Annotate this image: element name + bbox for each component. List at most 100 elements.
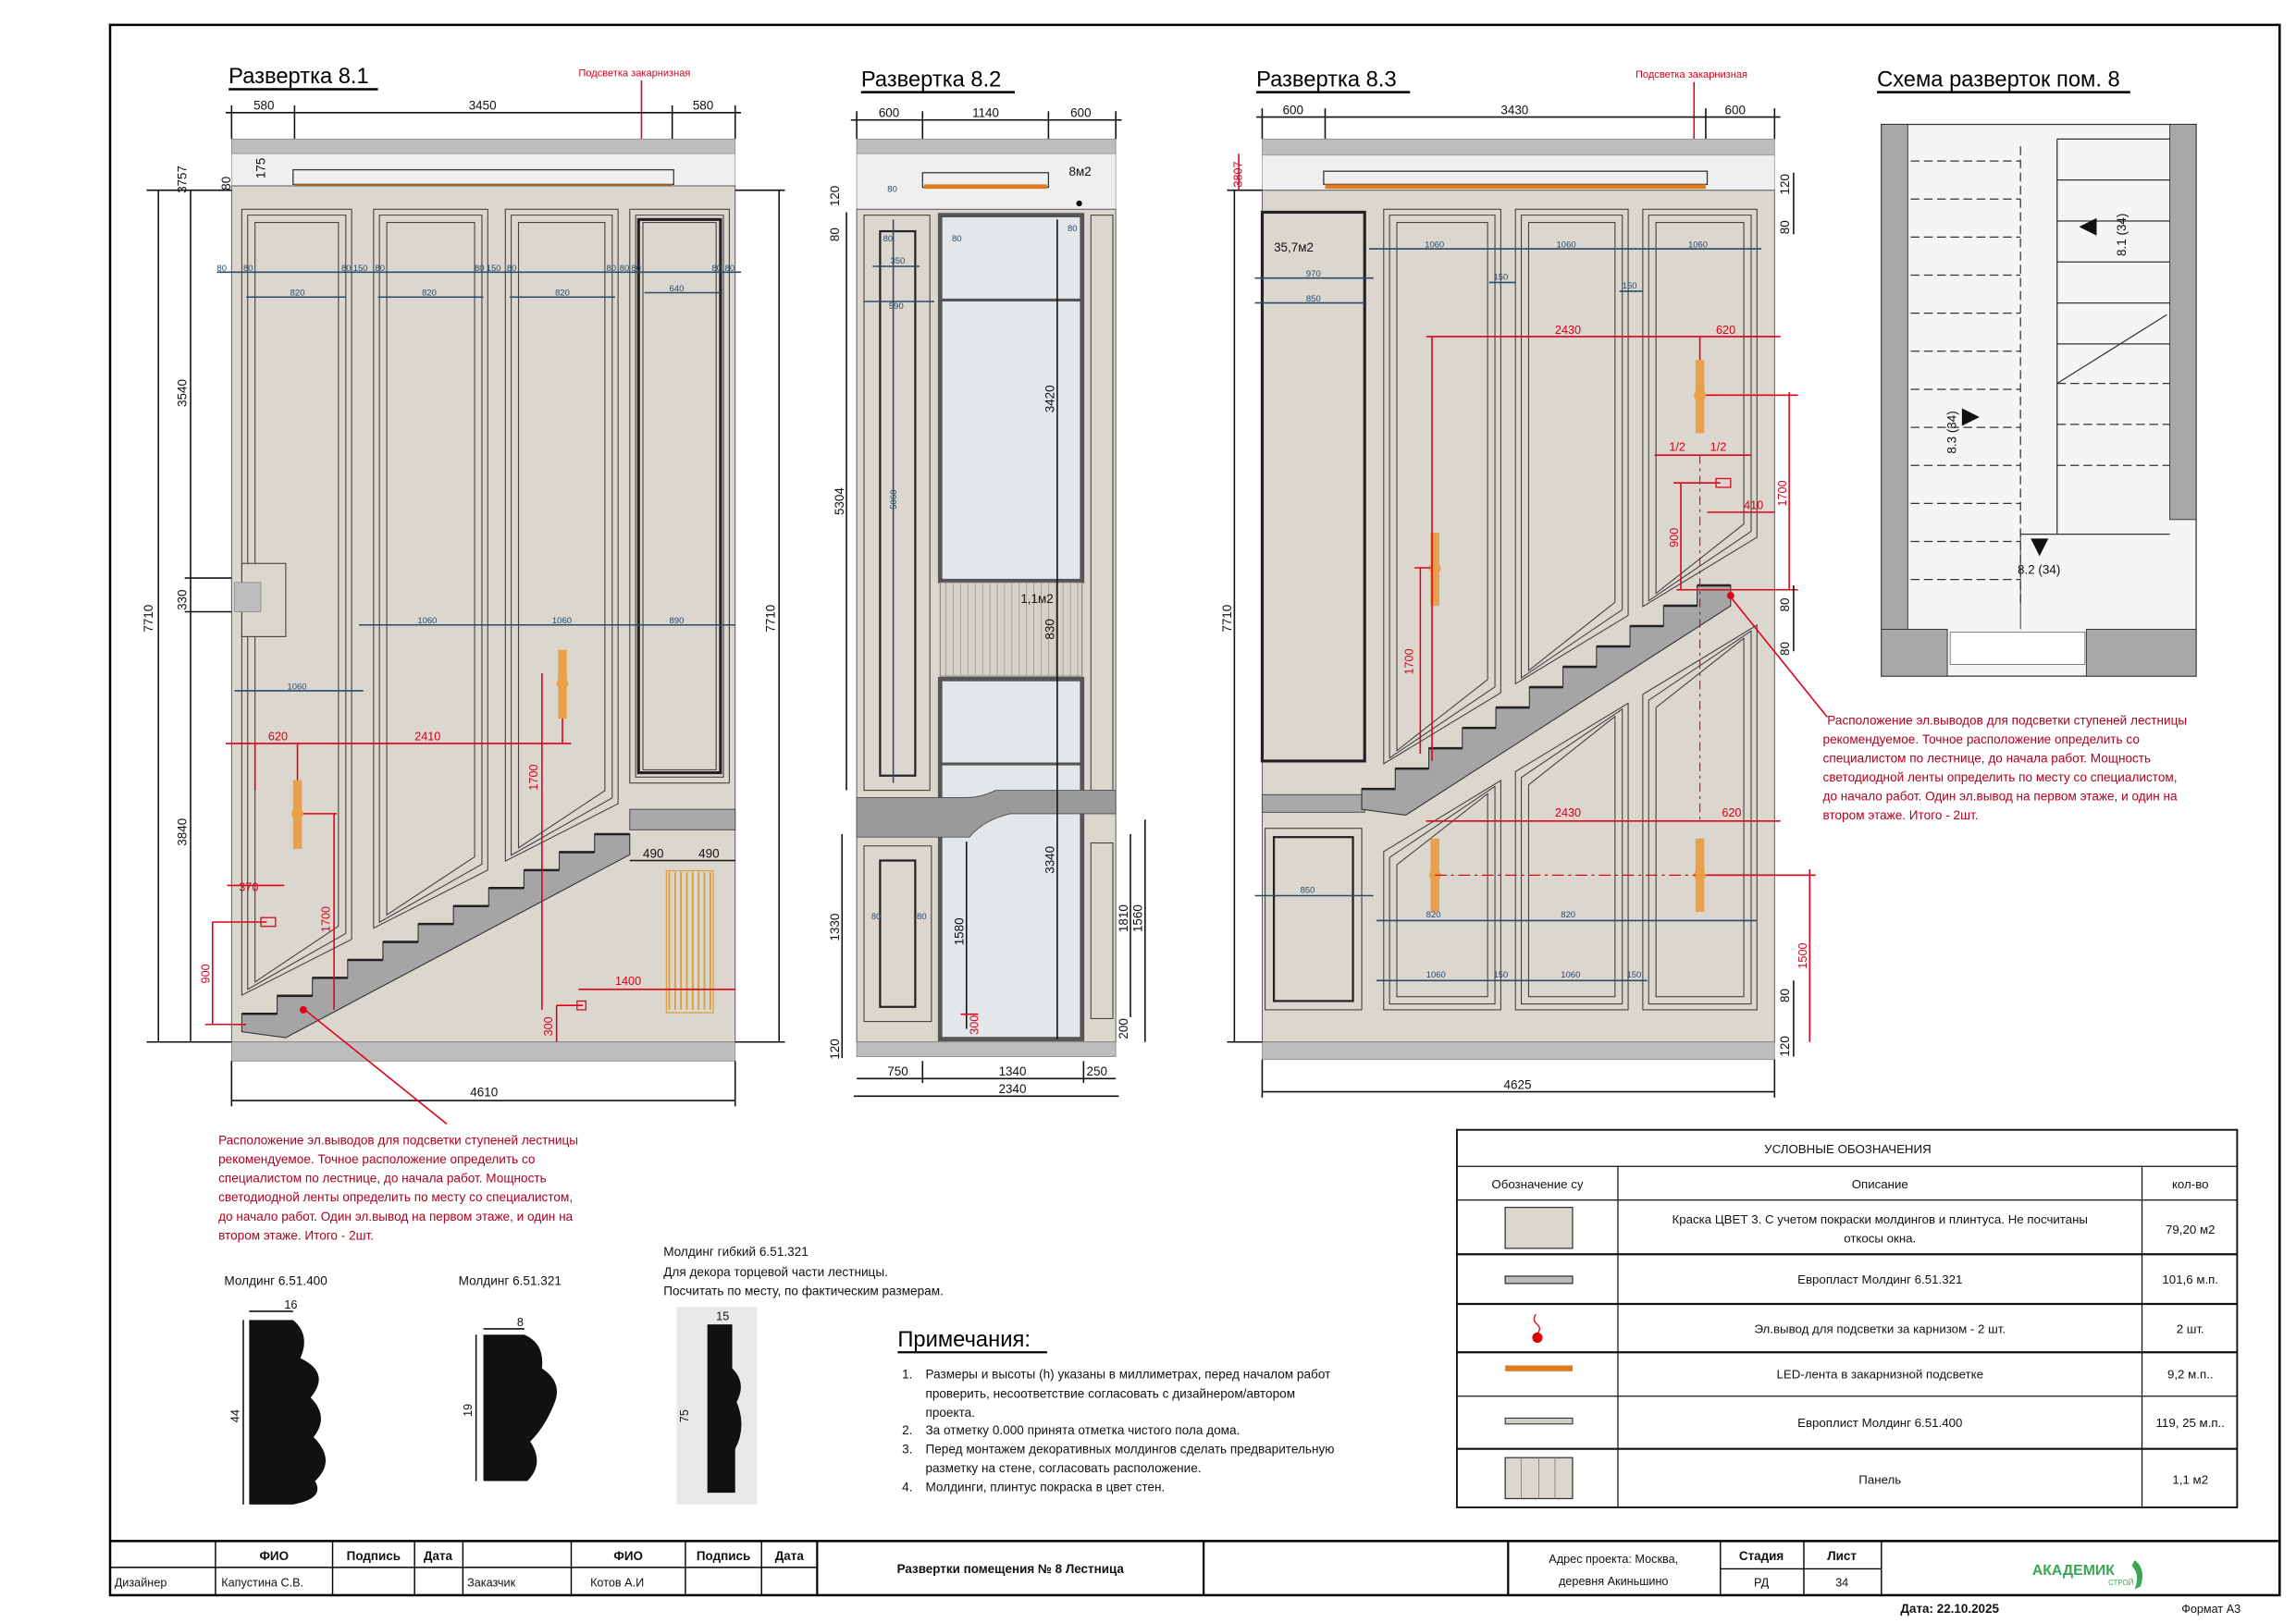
plan-wall-left xyxy=(1881,124,1908,630)
dim-label: 900 xyxy=(1668,528,1681,547)
note-line: до начало работ. Один эл.вывод на первом… xyxy=(218,1210,574,1223)
dim-label: 490 xyxy=(643,846,663,860)
molding-321-profile xyxy=(483,1334,558,1482)
molding-label: Молдинг 6.51.400 xyxy=(224,1273,327,1287)
plan-wall-bottom xyxy=(1881,629,1948,677)
dim-label: 640 xyxy=(670,284,685,294)
view-marker-label: 8.2 (34) xyxy=(2018,562,2060,576)
dim-label: 200 xyxy=(1117,1018,1130,1039)
dim-label: 1700 xyxy=(1402,648,1415,674)
dim-label: 1060 xyxy=(1561,970,1580,980)
dim-label: 4610 xyxy=(470,1085,498,1099)
note-leader xyxy=(303,1009,448,1125)
outlet-dot xyxy=(1076,200,1082,207)
col-header: Дата xyxy=(775,1549,805,1563)
dim-label: 3340 xyxy=(1043,846,1057,874)
legend-desc: откосы окна. xyxy=(1844,1232,1916,1246)
dim-label: 120 xyxy=(1778,1036,1792,1056)
molding-label: Молдинг гибкий 6.51.321 xyxy=(663,1245,809,1259)
dim-label: 620 xyxy=(1716,324,1735,337)
dim-label: 820 xyxy=(290,289,305,299)
molding-panel-mid xyxy=(635,215,724,778)
lower-panel xyxy=(1265,828,1363,1011)
dim-label: 120 xyxy=(1778,174,1792,194)
sheet-date: Дата: 22.10.2025 xyxy=(1900,1602,1999,1616)
ceiling-slab xyxy=(230,138,736,154)
dim-label: 8 xyxy=(517,1316,524,1329)
legend-grid xyxy=(1456,1165,2238,1507)
note-line: проекта. xyxy=(925,1406,975,1420)
plan-wall-right xyxy=(2169,124,2197,521)
client-role: Заказчик xyxy=(467,1576,515,1589)
dim-label: 350 xyxy=(890,256,905,266)
lower-panel-inner xyxy=(879,859,917,1008)
note-line: Расположение эл.выводов для подсветки ст… xyxy=(218,1134,578,1148)
dim-label: 1060 xyxy=(1557,240,1576,250)
logo-mark-icon xyxy=(2131,1559,2143,1590)
outlet-symbol xyxy=(576,1000,586,1011)
client-name: Котов А.И xyxy=(590,1576,644,1589)
note-line: светодиодной ленты определить по месту с… xyxy=(218,1190,573,1204)
sheet-format: Формат А3 xyxy=(2181,1603,2240,1616)
note-number: 3. xyxy=(902,1442,912,1456)
dim-label: 600 xyxy=(1070,106,1091,120)
dim-label: 600 xyxy=(879,106,899,120)
legend-qty: 119, 25 м.п.. xyxy=(2156,1416,2225,1430)
logo-subtext: СТРОЙ xyxy=(2108,1579,2134,1587)
molding-panel-mid xyxy=(511,215,613,856)
sheet-title: Развертки помещения № 8 Лестница xyxy=(897,1562,1125,1576)
dim-label: 75 xyxy=(678,1409,691,1422)
molding-panel-inner xyxy=(1396,793,1488,998)
dim-label: 80 xyxy=(871,912,882,922)
dim-label: 80 xyxy=(711,264,722,274)
dim-label: 1330 xyxy=(828,914,842,941)
legend-header: Описание xyxy=(1852,1177,1908,1191)
dim-label: 2340 xyxy=(999,1082,1027,1096)
note-line: разметку на стене, согласовать расположе… xyxy=(925,1461,1201,1475)
dim-label: 1580 xyxy=(953,917,967,945)
dim-label: 19 xyxy=(462,1404,475,1417)
dim-label: 620 xyxy=(268,731,288,744)
sconce-outlet xyxy=(1694,869,1706,881)
staircase xyxy=(241,832,631,1039)
cornice-zone xyxy=(856,153,1117,210)
dim-label: 80 xyxy=(341,264,352,274)
molding-panel-inner xyxy=(1527,221,1616,672)
legend-qty: 2 шт. xyxy=(2177,1322,2204,1336)
vertical-dim-lines xyxy=(1227,172,1795,1098)
dim-label: 750 xyxy=(887,1064,907,1078)
dim-label: 1060 xyxy=(1688,240,1708,250)
col-header: Подпись xyxy=(697,1549,750,1563)
red-dim-lines xyxy=(204,672,735,1042)
tall-panel xyxy=(863,215,931,792)
dim-label: 820 xyxy=(1561,910,1575,920)
wood-panel xyxy=(939,582,1083,677)
dim-label: 3450 xyxy=(469,99,497,113)
ceiling-slab xyxy=(856,138,1117,154)
dim-label: 16 xyxy=(284,1298,297,1311)
col-header: ФИО xyxy=(613,1549,643,1563)
dim-label: 850 xyxy=(1306,294,1321,304)
molding-panel-mid xyxy=(247,215,347,990)
dim-label: 1700 xyxy=(527,764,540,790)
dim-label: 1060 xyxy=(417,616,437,626)
note-leader xyxy=(1730,596,1828,718)
legend-desc: Панель xyxy=(1858,1473,1901,1487)
notes-title: Примечания: xyxy=(897,1328,1031,1352)
legend-qty: 9,2 м.п.. xyxy=(2167,1368,2214,1382)
stage-value: РД xyxy=(1754,1576,1770,1589)
dim-label: 300 xyxy=(542,1016,555,1036)
blue-dim-lines xyxy=(216,271,742,692)
plan-wall-bottom xyxy=(2085,629,2197,677)
radiator-body xyxy=(665,869,714,1014)
molding-panel-inner xyxy=(1527,715,1616,998)
molding-profiles: Молдинг 6.51.400 Молдинг 6.51.321 Молдин… xyxy=(224,1245,944,1505)
legend-desc: Краска ЦВЕТ 3. С учетом покраски молдинг… xyxy=(1673,1212,2088,1226)
legend-table: УСЛОВНЫЕ ОБОЗНАЧЕНИЯ Обозначение су Опис… xyxy=(1455,1128,2239,1508)
note-line: За отметку 0.000 принята отметка чистого… xyxy=(925,1423,1240,1437)
stair-stringer xyxy=(241,833,631,1039)
led-label: Подсветка закарнизная xyxy=(1636,69,1747,80)
lower-panel xyxy=(863,845,932,1023)
dim-label: 80 xyxy=(883,234,894,244)
